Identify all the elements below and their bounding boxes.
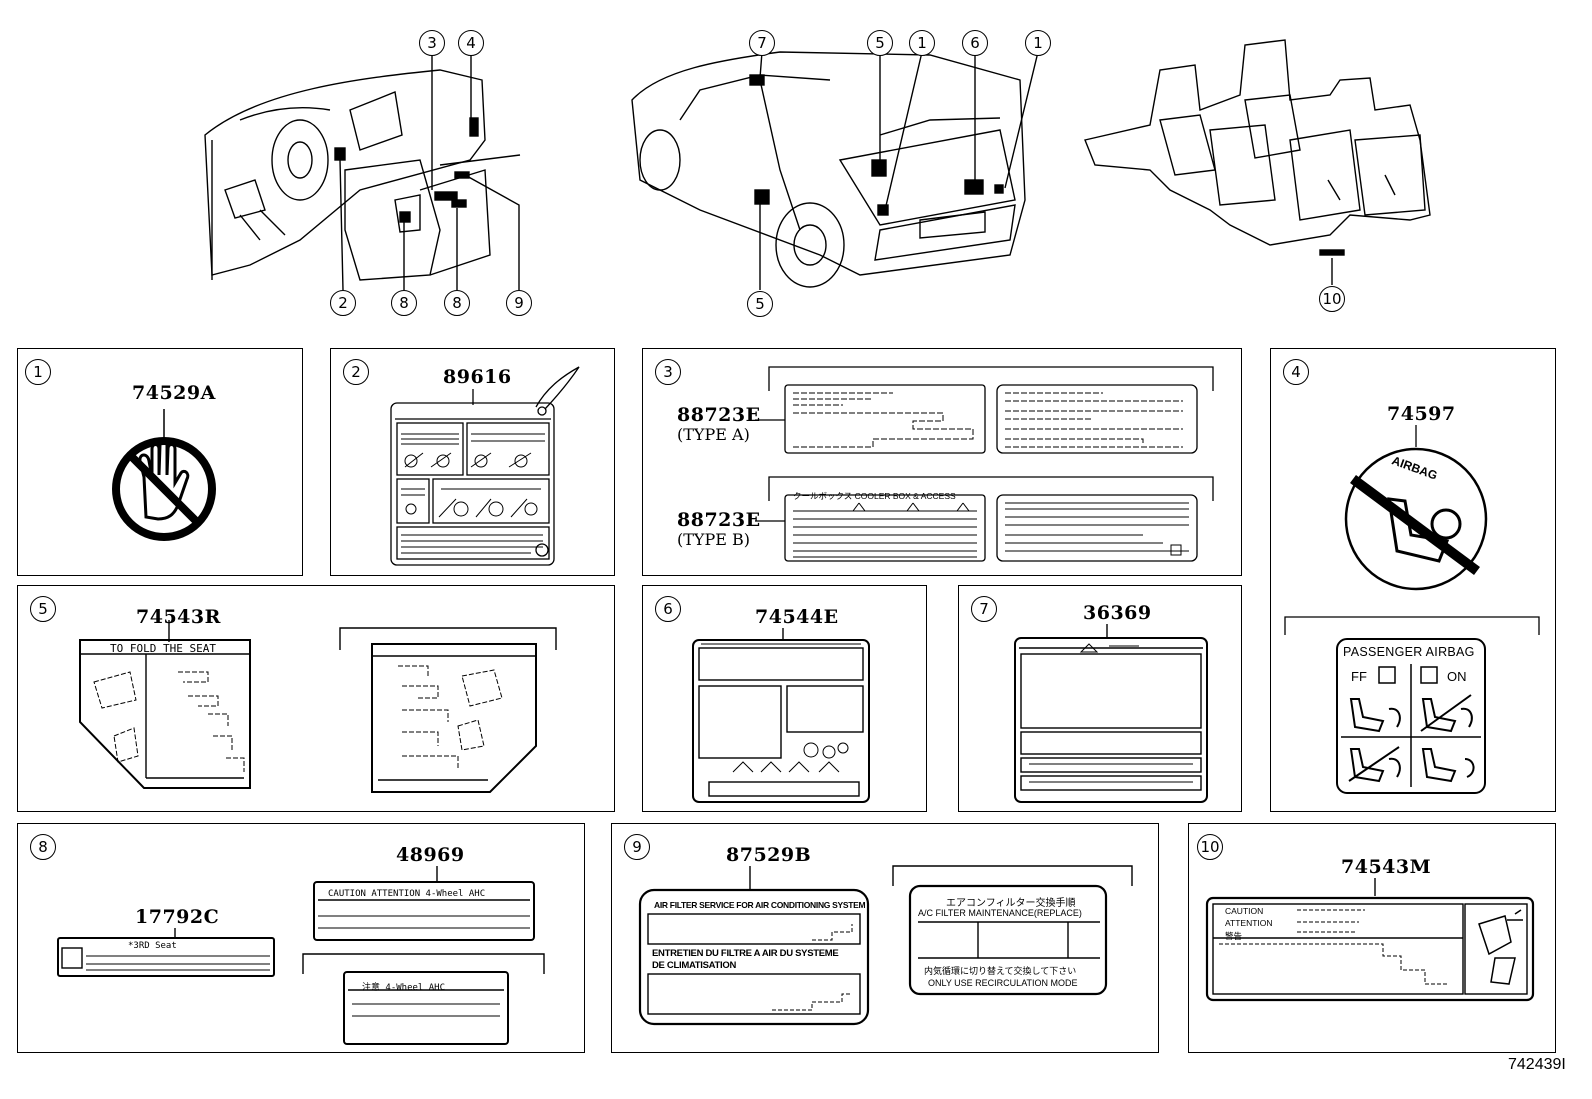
panel-number: 2 bbox=[343, 359, 369, 385]
af-fr-title-1: ENTRETIEN DU FILTRE A AIR DU SYSTEME bbox=[652, 948, 839, 959]
callout-badge: 2 bbox=[330, 290, 356, 316]
caution-attention-row: CAUTION ATTENTION 4-Wheel AHC bbox=[328, 889, 486, 899]
part-number: 74543R bbox=[136, 606, 221, 628]
type-a-label: (TYPE A) bbox=[677, 425, 750, 444]
panel-number: 5 bbox=[30, 596, 56, 622]
part-number: 74597 bbox=[1387, 403, 1456, 425]
panel-number: 7 bbox=[971, 596, 997, 622]
part-number: 74544E bbox=[755, 606, 839, 628]
no-touch-icon bbox=[112, 409, 216, 541]
vehicle-illustration bbox=[631, 51, 1039, 290]
part-number: 36369 bbox=[1083, 602, 1152, 624]
dashboard-illustration bbox=[204, 52, 521, 291]
panel-7: 7 36369 bbox=[958, 585, 1242, 812]
callout-badge: 7 bbox=[749, 30, 775, 56]
label-74543M-drawing bbox=[1205, 878, 1535, 1002]
callout-badge: 6 bbox=[962, 30, 988, 56]
third-seat-row: *3RD Seat bbox=[128, 941, 177, 951]
top-illustrations bbox=[204, 39, 1431, 291]
label-74544E-drawing bbox=[692, 628, 870, 803]
part-number-type-b: 88723E bbox=[677, 509, 761, 531]
part-number-17792C: 17792C bbox=[135, 906, 220, 928]
part-number: 89616 bbox=[443, 366, 512, 388]
callout-badge: 1 bbox=[909, 30, 935, 56]
figure-id: 742439I bbox=[1508, 1056, 1566, 1073]
panel-1: 1 74529A bbox=[17, 348, 303, 576]
air-filter-labels-drawing bbox=[638, 865, 1133, 1026]
af-jp-title: エアコンフィルター交換手順 bbox=[946, 898, 1076, 909]
panel-10: 10 74543M CAUTION ATTENTION 警告 bbox=[1188, 823, 1556, 1053]
callout-badge: 8 bbox=[391, 290, 417, 316]
panel-number: 4 bbox=[1283, 359, 1309, 385]
af-jp-note: 内気循環に切り替えて交換して下さい bbox=[924, 966, 1077, 976]
attention-label: ATTENTION bbox=[1225, 918, 1273, 928]
callout-badge: 4 bbox=[458, 30, 484, 56]
jp-ahc-row: 注意 4-Wheel AHC bbox=[362, 983, 446, 993]
fold-seat-title: TO FOLD THE SEAT bbox=[110, 642, 216, 655]
panel-6: 6 74544E bbox=[642, 585, 927, 812]
caution-label: CAUTION bbox=[1225, 906, 1264, 916]
panel-number: 1 bbox=[25, 359, 51, 385]
part-number: 74543M bbox=[1341, 856, 1432, 878]
callout-badge: 10 bbox=[1319, 286, 1345, 312]
callout-badge: 8 bbox=[444, 290, 470, 316]
panel-4: 4 74597 AIRBAG PASSENGER AIRBAG FF ON bbox=[1270, 348, 1556, 812]
passenger-airbag-title: PASSENGER AIRBAG bbox=[1343, 645, 1475, 659]
panel-number: 10 bbox=[1197, 834, 1223, 860]
type-b-label: (TYPE B) bbox=[677, 530, 751, 549]
af-en-title: AIR FILTER SERVICE FOR AIR CONDITIONING … bbox=[654, 900, 866, 910]
type-b-header: クールボックス COOLER BOX & ACCESS bbox=[793, 491, 956, 501]
panel-5: 5 74543R TO FOLD THE SEAT bbox=[17, 585, 615, 812]
panel-8: 8 48969 17792C CAUTION ATTENTION 4-Wheel… bbox=[17, 823, 585, 1053]
callout-badge: 3 bbox=[419, 30, 445, 56]
airbag-off-label: FF bbox=[1351, 669, 1367, 684]
panel-2: 2 89616 bbox=[330, 348, 615, 576]
af-jp-sub: A/C FILTER MAINTENANCE(REPLACE) bbox=[918, 908, 1082, 918]
callout-badge: 5 bbox=[867, 30, 893, 56]
ahc-labels-drawing bbox=[57, 866, 545, 1045]
callout-badge: 5 bbox=[747, 291, 773, 317]
airbag-on-label: ON bbox=[1447, 669, 1467, 684]
panel-number: 6 bbox=[655, 596, 681, 622]
af-only-use: ONLY USE RECIRCULATION MODE bbox=[928, 978, 1078, 988]
labels-88723E-drawing bbox=[755, 366, 1214, 562]
callout-badge: 1 bbox=[1025, 30, 1051, 56]
panel-3: 3 88723E (TYPE A) 88723E (TYPE B) クールボック… bbox=[642, 348, 1242, 576]
seats-illustration bbox=[1084, 39, 1431, 285]
panel-9: 9 87529B AIR FILTER SERVICE FOR AIR COND… bbox=[611, 823, 1159, 1053]
part-number: 87529B bbox=[726, 844, 812, 866]
part-number-48969: 48969 bbox=[396, 844, 465, 866]
af-fr-title-2: DE CLIMATISATION bbox=[652, 960, 737, 971]
fold-seat-labels-drawing bbox=[79, 620, 557, 793]
panel-number: 9 bbox=[624, 834, 650, 860]
label-89616-drawing bbox=[390, 366, 580, 566]
airbag-sticker-drawing bbox=[1284, 425, 1540, 794]
warning-jp-label: 警告 bbox=[1225, 931, 1243, 941]
label-36369-drawing bbox=[1014, 624, 1208, 803]
part-number: 74529A bbox=[132, 382, 216, 404]
panel-number: 3 bbox=[655, 359, 681, 385]
panel-number: 8 bbox=[30, 834, 56, 860]
callout-badge: 9 bbox=[506, 290, 532, 316]
part-number-type-a: 88723E bbox=[677, 404, 761, 426]
